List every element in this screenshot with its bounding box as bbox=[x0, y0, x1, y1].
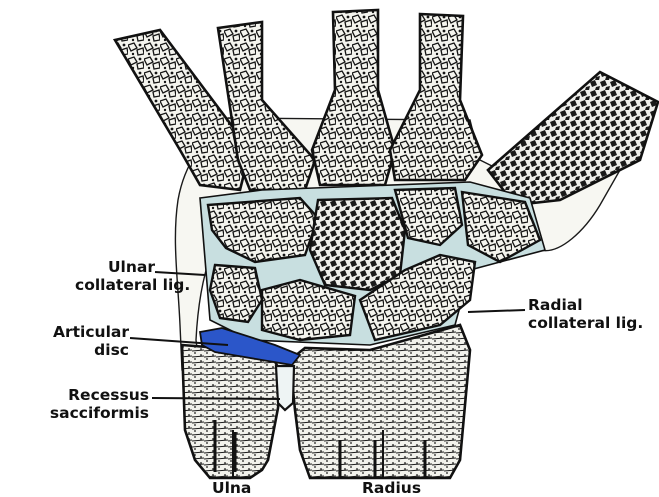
articular-disc-line2: disc bbox=[45, 341, 129, 359]
metacarpal-i bbox=[488, 72, 658, 205]
metacarpal-ii bbox=[390, 14, 482, 180]
metacarpal-iii bbox=[312, 10, 395, 185]
ulnar-collateral-ligament-label: Ulnar collateral lig. bbox=[75, 258, 155, 294]
radial-collateral-line1: Radial bbox=[528, 296, 643, 314]
recessus-sacciformis-label: Recessus sacciformis bbox=[45, 386, 149, 422]
radius-label: Radius bbox=[362, 479, 421, 497]
triquetrum bbox=[210, 265, 262, 322]
ulna-label: Ulna bbox=[212, 479, 251, 497]
leader-recessus bbox=[152, 398, 280, 399]
articular-disc-label: Articular disc bbox=[45, 323, 129, 359]
metacarpals bbox=[115, 10, 658, 205]
recessus-line2: sacciformis bbox=[45, 404, 149, 422]
articular-disc-line1: Articular bbox=[45, 323, 129, 341]
radial-collateral-line2: collateral lig. bbox=[528, 314, 643, 332]
recessus-line1: Recessus bbox=[45, 386, 149, 404]
ulnar-collateral-line1: Ulnar bbox=[75, 258, 155, 276]
capitate bbox=[310, 198, 405, 290]
recessus-sacciformis bbox=[276, 366, 294, 410]
radial-collateral-ligament-label: Radial collateral lig. bbox=[528, 296, 643, 332]
radius bbox=[290, 325, 470, 478]
leader-radial-collateral bbox=[468, 310, 525, 312]
ulnar-collateral-line2: collateral lig. bbox=[75, 276, 155, 294]
